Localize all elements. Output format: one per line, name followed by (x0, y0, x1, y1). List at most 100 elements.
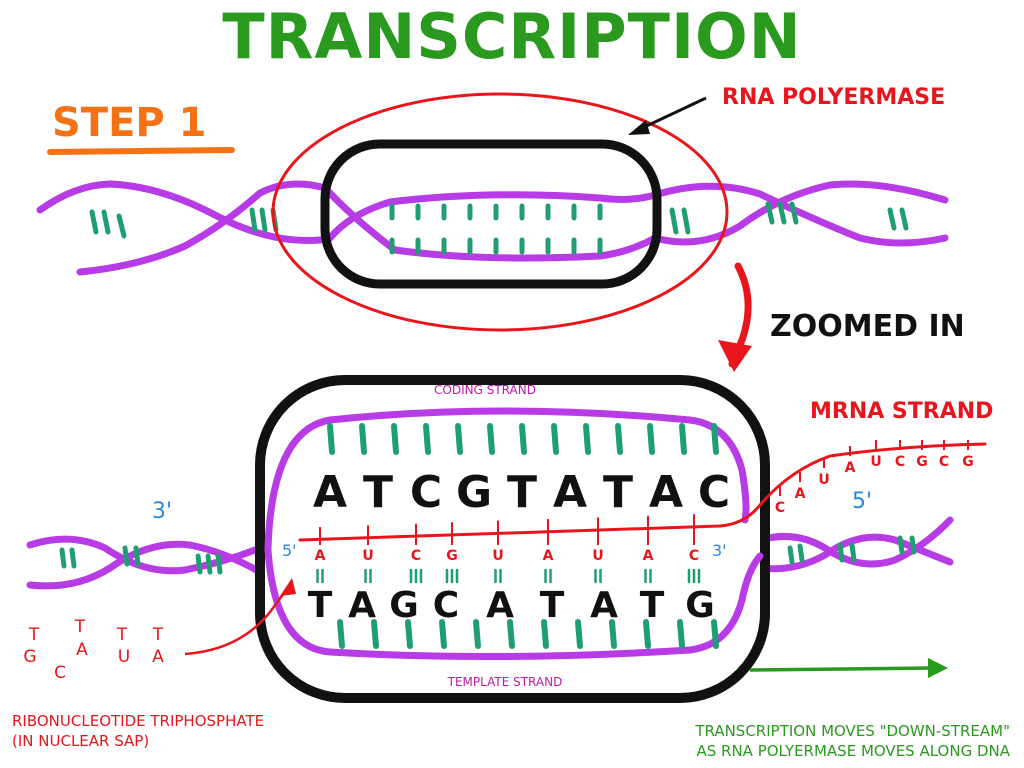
step-underline (47, 147, 235, 155)
right-base-pair-rungs (787, 535, 917, 565)
template-base: G (685, 585, 715, 626)
template-rung (507, 619, 515, 649)
bottom-right-dna-helix (756, 516, 954, 573)
template-rung (711, 619, 719, 649)
helix-rung (133, 545, 141, 567)
free-ribonucleotide: T (152, 625, 164, 645)
free-ribonucleotide: T (74, 617, 86, 637)
rna-polymerase-outline (320, 139, 662, 289)
helix-rung (249, 207, 258, 233)
coding-rung (487, 423, 495, 455)
free-ribonucleotide: U (118, 647, 130, 667)
coding-base: T (603, 467, 633, 518)
template-base: A (486, 585, 514, 626)
right-helix-strand-b (756, 533, 954, 573)
top-helix-strand-c (651, 182, 949, 247)
mrna-tail-base: A (795, 486, 806, 502)
zoom-arrow-head (718, 340, 752, 372)
rna-base: C (689, 548, 699, 564)
coding-base: T (507, 467, 537, 518)
template-rung (439, 619, 447, 649)
helix-rung (259, 207, 268, 233)
free-ribonucleotide: C (54, 663, 66, 683)
mrna-tail-base: A (845, 460, 856, 476)
rna-3prime-label: 3' (712, 541, 727, 560)
top-bubble-strand-lower (321, 184, 659, 262)
free-ribonucleotide: G (23, 647, 36, 667)
rna-polymerase-pointer-head (628, 120, 650, 135)
rna-base: A (315, 548, 326, 564)
free-ribonucleotide: T (116, 625, 128, 645)
template-rung (473, 619, 481, 649)
helix-rung (787, 545, 795, 565)
rna-base: U (492, 548, 503, 564)
top-helix-strand-b (76, 180, 329, 276)
helix-rung (122, 545, 130, 567)
helix-rung (669, 207, 679, 235)
coding-rung (711, 423, 719, 455)
coding-rung (455, 423, 463, 455)
rna-polymerase-pointer (637, 96, 707, 132)
coding-base: G (456, 467, 492, 518)
helix-rung (765, 201, 775, 225)
coding-base: C (698, 467, 730, 518)
helix-rung (849, 542, 857, 563)
template-strand-rungs (337, 619, 719, 649)
helix-rung (837, 542, 845, 563)
mrna-tail-base: U (818, 472, 829, 488)
coding-rung (551, 423, 559, 455)
coding-base: T (363, 467, 393, 518)
top-bubble-strand-upper (326, 191, 659, 242)
right-5prime-label: 5' (852, 489, 872, 514)
left-helix-strand-b (26, 540, 264, 590)
top-dna-helix (36, 180, 949, 276)
top-base-pair-rungs (89, 201, 909, 255)
template-base: A (348, 585, 376, 626)
coding-base: A (313, 467, 347, 518)
zoomed-polymerase-outline (255, 375, 770, 703)
right-helix-strand-a (756, 516, 954, 568)
ribonucleotide-pointer-head (280, 578, 296, 596)
coding-strand-backbone (264, 407, 750, 552)
rna-base: U (592, 548, 603, 564)
coding-rung (583, 423, 591, 455)
rna-polymerase-label: RNA POLYERMASE (722, 85, 945, 110)
helix-rung (681, 207, 691, 235)
hydrogen-bond-marks (316, 568, 701, 584)
free-ribonucleotide: T (28, 625, 40, 645)
ribonucleotide-pointer (184, 584, 292, 656)
coding-rung (359, 423, 367, 455)
downstream-arrow (749, 666, 931, 672)
rna-base: C (411, 548, 421, 564)
rna-base: U (362, 548, 373, 564)
template-strand-backbone (264, 546, 764, 661)
template-strand-label: TEMPLATE STRAND (447, 675, 563, 689)
ribonucleotide-label-line1: RIBONUCLEOTIDE TRIPHOSPHATE (12, 712, 264, 730)
coding-base: A (553, 467, 587, 518)
template-rung (643, 619, 651, 649)
helix-rung (215, 553, 223, 575)
helix-rung (116, 213, 127, 239)
coding-rung (391, 423, 399, 455)
helix-rung (887, 207, 897, 231)
free-ribonucleotide: A (76, 640, 88, 660)
rna-base: A (643, 548, 654, 564)
coding-rung (423, 423, 431, 455)
coding-rung (327, 423, 335, 455)
downstream-arrow-head (928, 658, 948, 678)
helix-rung (195, 553, 203, 575)
helix-rung (789, 201, 799, 225)
left-3prime-label: 3' (152, 499, 172, 524)
helix-rung (205, 553, 213, 575)
helix-rung (69, 547, 77, 569)
mrna-tail-base: C (775, 500, 785, 516)
helix-rung (899, 207, 909, 231)
template-base: T (308, 585, 333, 626)
template-base: T (540, 585, 565, 626)
coding-rung (679, 423, 687, 455)
coding-rung (647, 423, 655, 455)
diagram-title: TRANSCRIPTION (222, 0, 801, 73)
template-rung (609, 619, 617, 649)
